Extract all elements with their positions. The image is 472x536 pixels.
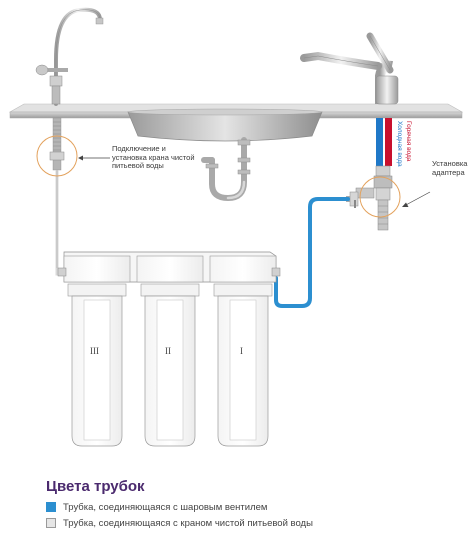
- filter-head: [57, 251, 281, 283]
- sink-bowl: [127, 108, 323, 142]
- legend-title: Цвета трубок: [46, 478, 145, 495]
- filter-housing-2: [140, 283, 200, 447]
- sink-drain-siphon: [201, 137, 247, 202]
- mixer-faucet: [300, 32, 399, 105]
- filter-housing-1: [213, 283, 273, 447]
- faucet-detail-circle: [36, 135, 78, 177]
- filter-numeral-1: I: [240, 346, 243, 356]
- legend-text-blue: Трубка, соединяющаяся с шаровым вентилем: [63, 501, 268, 513]
- adapter-detail-circle: [359, 176, 401, 218]
- filter-numeral-3: III: [90, 346, 99, 356]
- adapter-callout-arrowhead: [402, 202, 409, 207]
- filter-housings: [67, 283, 273, 447]
- hot-water-label: Горячая вода: [405, 121, 412, 162]
- legend-item-blue: Трубка, соединяющаяся с шаровым вентилем: [46, 500, 267, 514]
- adapter-callout-arrow: [403, 191, 431, 207]
- legend-swatch-blue: [46, 502, 56, 512]
- faucet-connection-label: Подключение и установка крана чистой пит…: [112, 144, 195, 170]
- blue-tube: [274, 197, 350, 308]
- legend-item-white: Трубка, соединяющаяся с краном чистой пи…: [46, 516, 313, 530]
- filter-numeral-2: II: [165, 346, 171, 356]
- drain-nuts: [205, 139, 251, 175]
- adapter-install-label: Установка адаптера: [432, 159, 468, 177]
- legend-text-white: Трубка, соединяющаяся с краном чистой пи…: [63, 517, 313, 529]
- supply-hoses: [376, 118, 392, 166]
- filter-housing-3: [67, 283, 127, 447]
- clean-water-faucet: [35, 7, 104, 106]
- faucet-callout-arrowhead: [78, 155, 83, 161]
- adapter-assembly: [346, 165, 393, 231]
- faucet-stem: [49, 117, 65, 268]
- cold-water-label: Холодная вода: [396, 121, 403, 167]
- legend-swatch-white: [46, 518, 56, 528]
